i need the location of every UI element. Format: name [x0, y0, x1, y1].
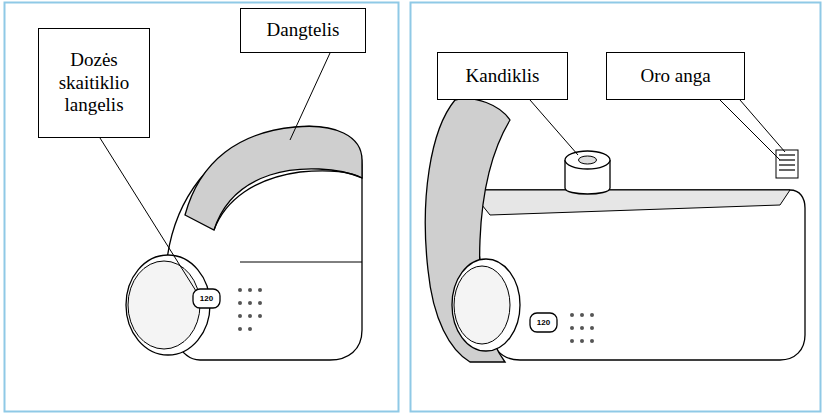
part-name: Oro anga [640, 65, 710, 88]
part-name: Dozės skaitiklio langelis [45, 49, 143, 117]
callout-box: Kandiklis [437, 52, 568, 100]
callout-box: Oro anga [606, 52, 745, 100]
callout-box: Dozės skaitiklio langelis [38, 28, 150, 138]
part-name: Dangtelis [267, 19, 340, 42]
dose-counter: 120 [530, 319, 557, 327]
callout-box: Dangtelis [240, 8, 366, 53]
part-name: Kandiklis [466, 65, 540, 88]
dose-counter: 120 [193, 295, 220, 303]
